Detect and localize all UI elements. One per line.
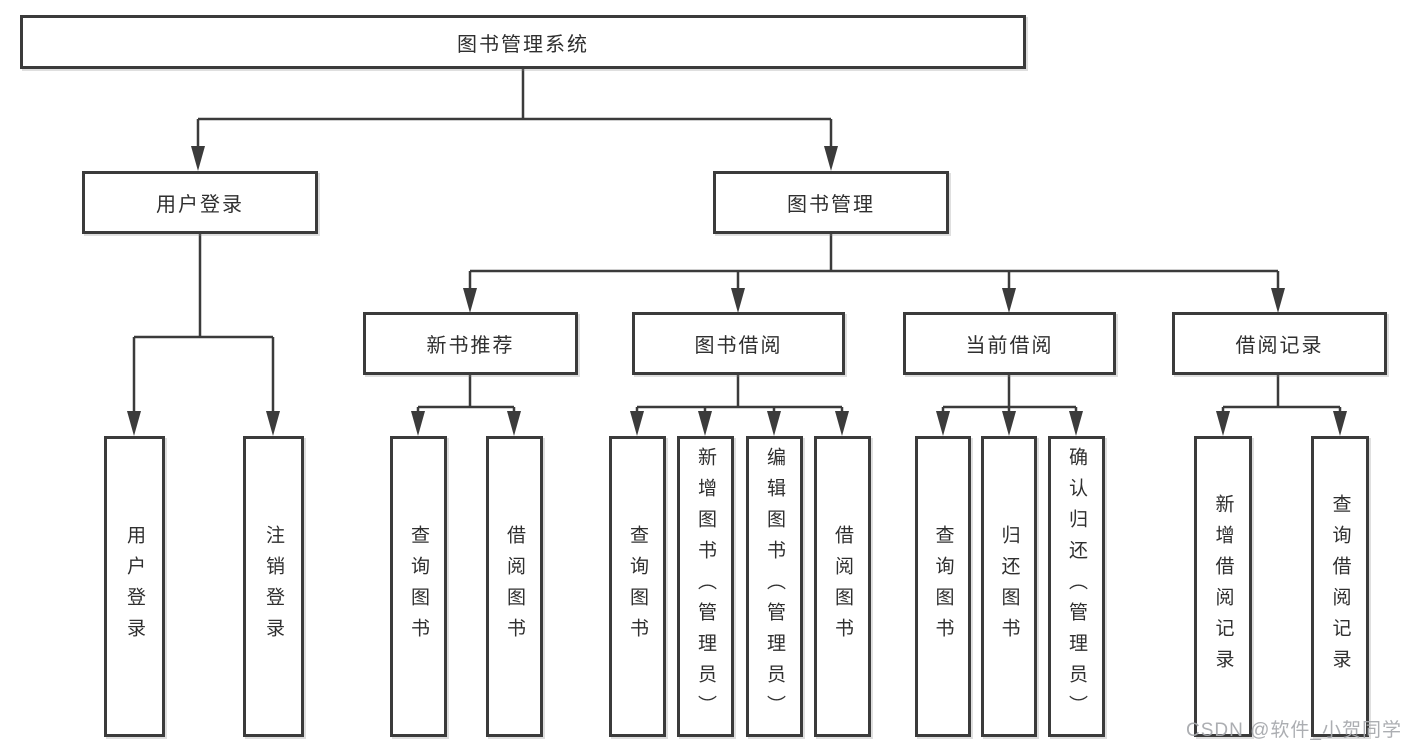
connector-newbook-to-leaves — [416, 375, 516, 414]
node-label: 用户登录 — [124, 524, 145, 649]
arrow-icon — [630, 411, 644, 436]
node-label: 编辑图书（管理员） — [764, 447, 785, 726]
node-label: 新增借阅记录 — [1212, 493, 1234, 680]
arrow-icon — [1216, 411, 1230, 436]
node-leaf-user-login: 用户登录 — [104, 436, 165, 737]
arrow-icon — [824, 146, 838, 171]
connector-login-to-leaves — [132, 234, 275, 414]
node-label: 图书管理系统 — [457, 33, 589, 56]
node-label: 用户登录 — [156, 194, 244, 216]
node-new-book-recommend: 新书推荐 — [363, 312, 578, 375]
node-label: 确认归还（管理员） — [1066, 447, 1087, 726]
connector-current-to-leaves — [941, 375, 1078, 414]
arrow-icon — [266, 411, 280, 436]
arrow-icon — [1069, 411, 1083, 436]
node-label: 新书推荐 — [426, 335, 515, 357]
arrow-icon — [1002, 288, 1016, 313]
node-borrow-books-borrowing: 借阅图书 — [814, 436, 871, 737]
node-query-books-borrowing: 查询图书 — [609, 436, 666, 737]
arrow-icon — [411, 411, 425, 436]
node-root-system: 图书管理系统 — [20, 15, 1026, 69]
connector-root-to-level2 — [196, 68, 833, 150]
csdn-watermark: CSDN @软件_小贺同学 — [1186, 720, 1402, 741]
node-return-books: 归还图书 — [981, 436, 1037, 737]
node-edit-book-admin: 编辑图书（管理员） — [746, 436, 803, 737]
node-label: 当前借阅 — [965, 335, 1054, 357]
arrow-icon — [1333, 411, 1347, 436]
node-current-borrowing: 当前借阅 — [903, 312, 1116, 375]
node-borrow-books-recommend: 借阅图书 — [486, 436, 543, 737]
node-book-borrowing: 图书借阅 — [632, 312, 845, 375]
node-query-borrow-record: 查询借阅记录 — [1311, 436, 1369, 737]
connector-records-to-leaves — [1221, 375, 1342, 414]
node-user-login: 用户登录 — [82, 171, 318, 234]
arrow-icon — [463, 288, 477, 313]
node-label: 图书借阅 — [694, 335, 783, 357]
node-label: 借阅记录 — [1235, 335, 1324, 357]
node-book-management: 图书管理 — [713, 171, 949, 234]
node-add-book-admin: 新增图书（管理员） — [677, 436, 734, 737]
node-borrowing-records: 借阅记录 — [1172, 312, 1387, 375]
arrow-icon — [507, 411, 521, 436]
node-label: 图书管理 — [787, 194, 875, 216]
node-query-books-current: 查询图书 — [915, 436, 971, 737]
arrow-icon — [1002, 411, 1016, 436]
node-label: 归还图书 — [998, 524, 1020, 649]
node-label: 查询图书 — [408, 524, 429, 649]
connector-borrowing-to-leaves — [635, 375, 844, 414]
node-label: 查询图书 — [627, 524, 648, 649]
arrow-icon — [835, 411, 849, 436]
connector-mgmt-to-level3 — [468, 234, 1280, 292]
arrow-icon — [698, 411, 712, 436]
node-query-books-recommend: 查询图书 — [390, 436, 447, 737]
arrowheads — [127, 146, 1347, 436]
arrow-icon — [936, 411, 950, 436]
node-label: 注销登录 — [263, 524, 284, 649]
node-label: 查询图书 — [932, 524, 954, 649]
arrow-icon — [731, 288, 745, 313]
node-label: 查询借阅记录 — [1329, 493, 1351, 680]
arrow-icon — [127, 411, 141, 436]
node-leaf-logout: 注销登录 — [243, 436, 304, 737]
arrow-icon — [1271, 288, 1285, 313]
arrow-icon — [767, 411, 781, 436]
node-add-borrow-record: 新增借阅记录 — [1194, 436, 1252, 737]
node-label: 借阅图书 — [504, 524, 525, 649]
node-confirm-return-admin: 确认归还（管理员） — [1048, 436, 1105, 737]
arrow-icon — [191, 146, 205, 171]
node-label: 借阅图书 — [832, 524, 853, 649]
node-label: 新增图书（管理员） — [695, 447, 716, 726]
